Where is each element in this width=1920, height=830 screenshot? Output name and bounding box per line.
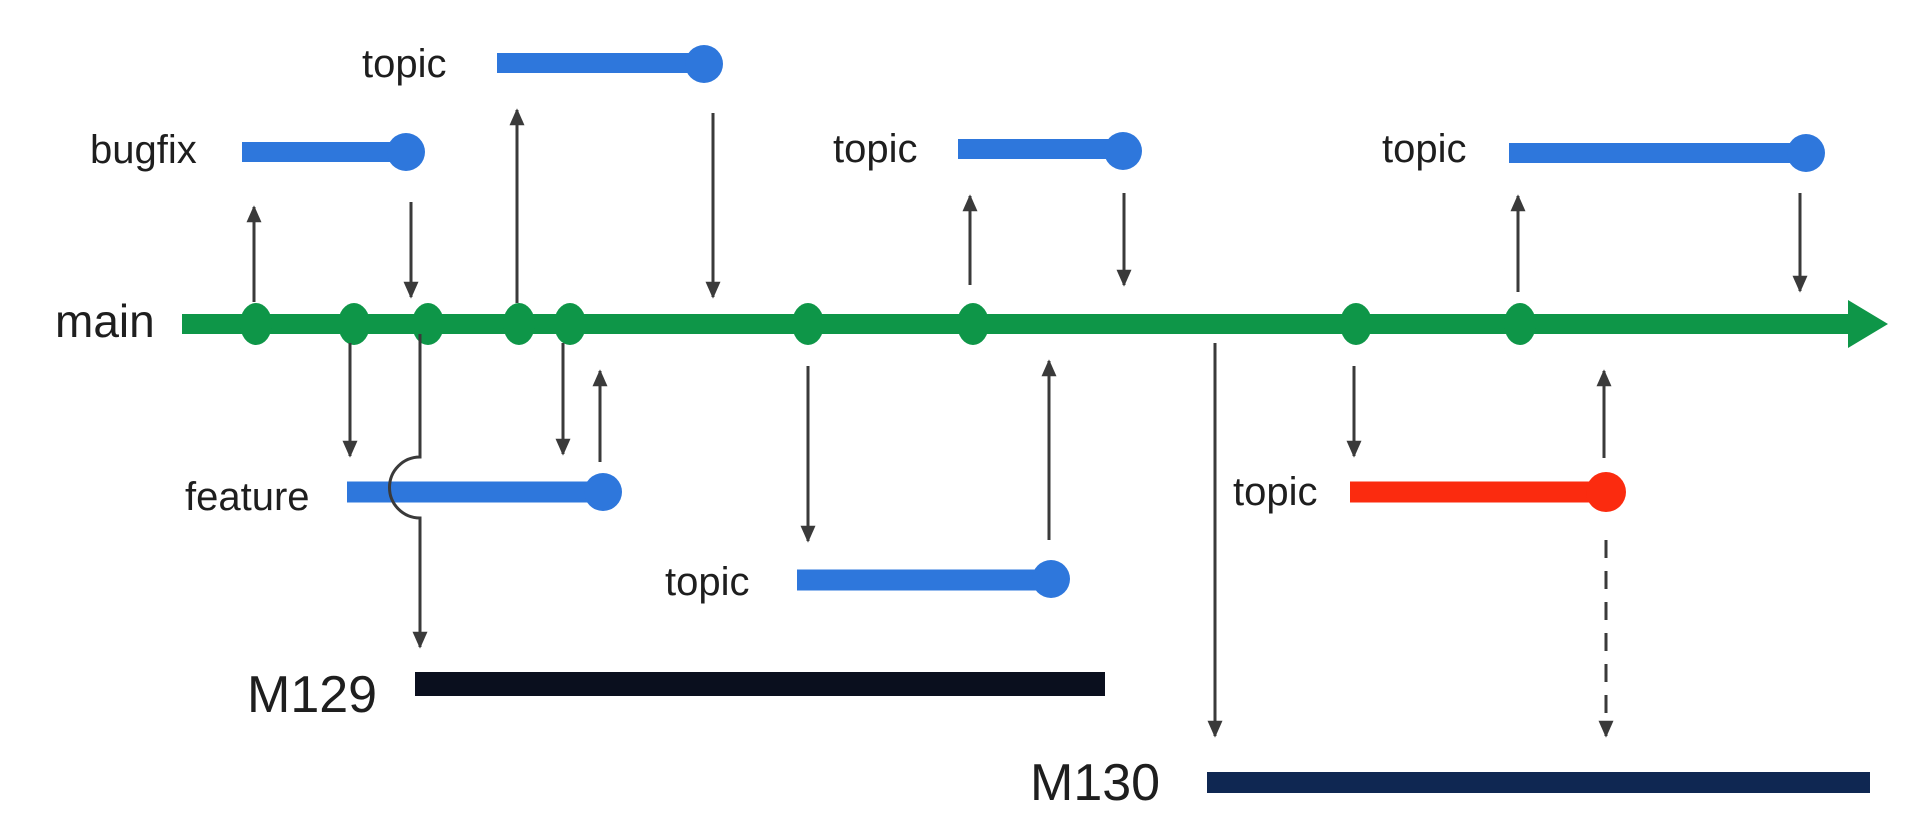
topic-lower-right-branch-tip <box>1586 472 1626 512</box>
topic-lower-mid-branch-label: topic <box>665 560 750 604</box>
topic-lower-mid-branch-tip <box>1032 560 1070 598</box>
topic-lower-right-branch-label: topic <box>1233 470 1318 514</box>
topic-top-branch-label: topic <box>362 42 447 86</box>
topic-top-branch-tip <box>685 45 723 83</box>
bugfix-branch-tip <box>387 133 425 171</box>
main-branch-label: main <box>55 295 155 347</box>
commit-dot <box>338 303 370 345</box>
milestone-m129-label: M129 <box>247 666 377 724</box>
commit-dot <box>792 303 824 345</box>
commit-dot <box>957 303 989 345</box>
topic-upper-mid-branch-label: topic <box>833 127 918 171</box>
milestone-m129-bar <box>415 672 1105 696</box>
milestone-m130-bar <box>1207 772 1870 793</box>
commit-dot <box>240 303 272 345</box>
topic-upper-right-branch-tip <box>1787 134 1825 172</box>
feature-branch-label: feature <box>185 475 310 519</box>
topic-upper-right-branch-label: topic <box>1382 127 1467 171</box>
commit-dot <box>1504 303 1536 345</box>
commit-dot <box>554 303 586 345</box>
feature-branch-tip <box>584 473 622 511</box>
topic-upper-mid-branch-tip <box>1104 132 1142 170</box>
bugfix-branch-label: bugfix <box>90 128 197 172</box>
commit-dot <box>1340 303 1372 345</box>
commit-dot <box>503 303 535 345</box>
commit-dot <box>412 303 444 345</box>
milestone-m130-label: M130 <box>1030 754 1160 812</box>
release-line-with-hop <box>388 334 428 649</box>
main-branch-arrowhead-icon <box>1848 300 1888 348</box>
